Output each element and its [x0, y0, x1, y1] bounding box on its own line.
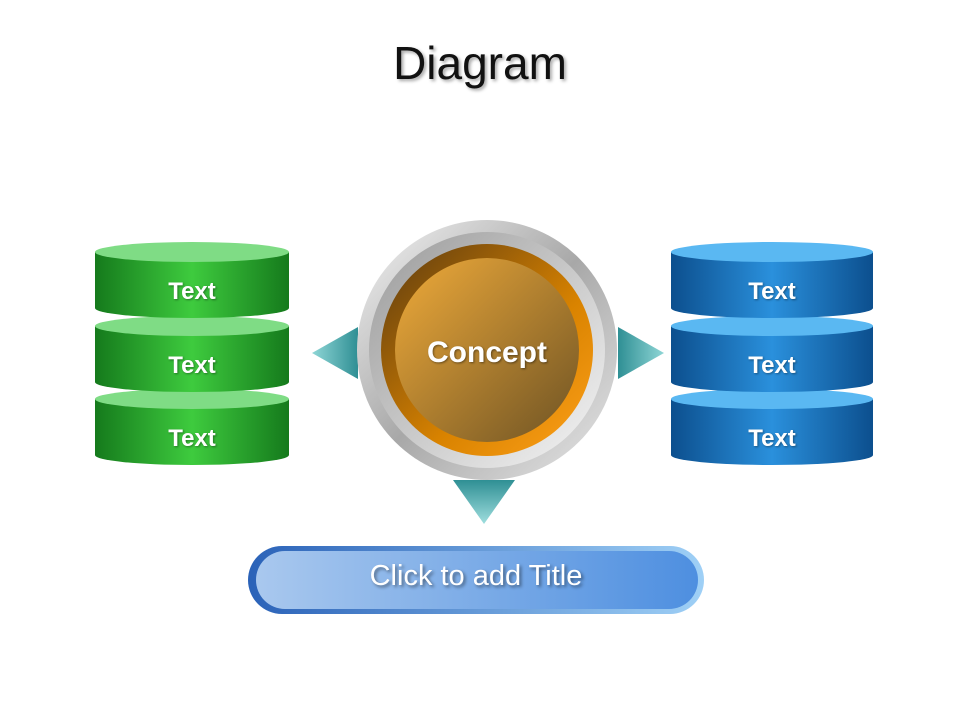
right-cylinder-stack: Text Text Text: [671, 240, 873, 465]
slide-title[interactable]: Diagram: [393, 37, 567, 89]
cylinder-shape: [671, 389, 873, 465]
right-cylinder-1-label: Text: [748, 278, 796, 305]
cylinder-shape: [95, 242, 289, 318]
title-placeholder-label: Click to add Title: [369, 560, 583, 592]
cylinder-shape: [95, 316, 289, 392]
cylinder-shape: [671, 242, 873, 318]
triangle-down-icon: [453, 480, 515, 524]
left-cylinder-2-label: Text: [168, 352, 216, 379]
cylinder-shape: [95, 389, 289, 465]
left-cylinder-1-label: Text: [168, 278, 216, 305]
right-cylinder-3-label: Text: [748, 425, 796, 452]
left-cylinder-stack: Text Text Text: [95, 240, 289, 465]
triangle-left-icon: [312, 327, 358, 379]
right-cylinder-2-label: Text: [748, 352, 796, 379]
right-cylinder-1[interactable]: Text: [671, 242, 873, 318]
cylinder-shape: [671, 316, 873, 392]
left-cylinder-3[interactable]: Text: [95, 389, 289, 465]
concept-circle-shape: [357, 220, 617, 480]
title-bar-shape: [248, 546, 704, 614]
left-cylinder-3-label: Text: [168, 425, 216, 452]
title-placeholder-bar[interactable]: Click to add Title: [248, 546, 704, 614]
left-cylinder-1[interactable]: Text: [95, 242, 289, 318]
right-cylinder-3[interactable]: Text: [671, 389, 873, 465]
right-cylinder-2[interactable]: Text: [671, 316, 873, 392]
concept-label: Concept: [427, 336, 547, 369]
triangle-right-icon: [618, 327, 664, 379]
left-cylinder-2[interactable]: Text: [95, 316, 289, 392]
concept-circle[interactable]: Concept: [355, 218, 619, 482]
